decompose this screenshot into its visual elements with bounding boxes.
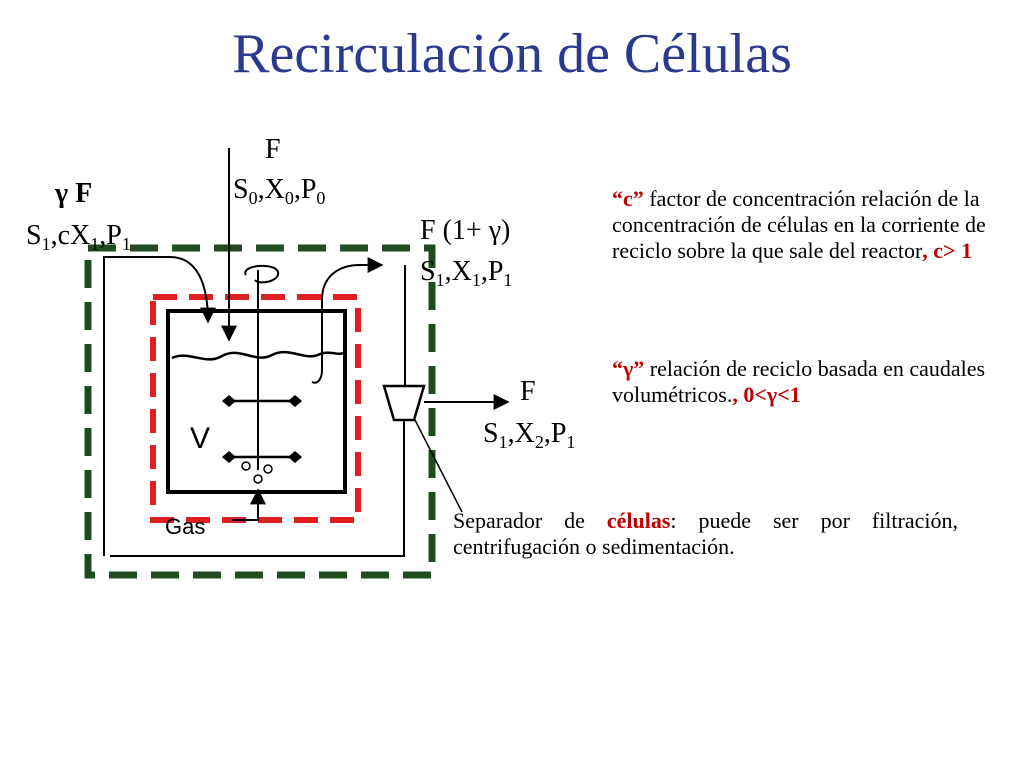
gamma-description: relación de reciclo basada en caudales v…: [612, 356, 986, 407]
gas-bubble: [253, 474, 263, 484]
recycle-flow-label: γ F: [54, 178, 92, 209]
liquid-surface: [171, 350, 344, 361]
reactor-out-stream-label: S1,X1,P1: [420, 256, 512, 290]
recycle-ratio-definition: “γ” relación de reciclo basada en caudal…: [612, 356, 1012, 408]
product-stream-label: S1,X2,P1: [483, 418, 575, 452]
separator-highlight: células: [606, 508, 671, 533]
impeller-upper-right-tip: [288, 395, 302, 407]
reactor-out-flow-label: F (1+ γ): [420, 215, 510, 246]
feed-flow-label: F: [265, 134, 281, 165]
gas-label: Gas: [165, 514, 205, 539]
impeller-lower-left-tip: [222, 451, 236, 463]
rotation-icon: [244, 264, 280, 284]
gas-inlet-line: [232, 488, 266, 521]
volume-label: V: [190, 422, 210, 455]
separator-pointer-line: [414, 419, 463, 513]
feed-stream-label: S0,X0,P0: [233, 174, 325, 208]
separator-text-before: Separador de: [453, 508, 607, 533]
c-condition: , c> 1: [922, 238, 973, 263]
c-symbol: “c”: [612, 186, 644, 211]
outer-system-boundary: [84, 244, 436, 579]
recycle-stream-label: S1,cX1,P1: [26, 220, 131, 254]
gas-bubble: [241, 461, 251, 471]
separator-text-after: : puede ser por filtración, centrifugaci…: [453, 508, 958, 559]
separator-recycle-line: [110, 420, 405, 557]
gamma-symbol: “γ”: [612, 356, 645, 381]
slide-title: Recirculación de Células: [232, 23, 792, 85]
gas-bubble: [263, 464, 273, 474]
gamma-condition: , 0<γ<1: [732, 382, 801, 407]
impeller-upper-left-tip: [222, 395, 236, 407]
product-flow-label: F: [520, 376, 536, 407]
separator-description: Separador de células: puede ser por filt…: [453, 508, 958, 560]
c-description: factor de concentración relación de la c…: [612, 186, 986, 263]
cell-separator-icon: [382, 384, 426, 422]
reactor-boundary: [150, 294, 361, 523]
reactor-outlet-line: [311, 257, 384, 384]
impeller-lower-right-tip: [288, 451, 302, 463]
recycle-return-line: [103, 256, 216, 556]
concentration-factor-definition: “c” factor de concentración relación de …: [612, 186, 1012, 264]
